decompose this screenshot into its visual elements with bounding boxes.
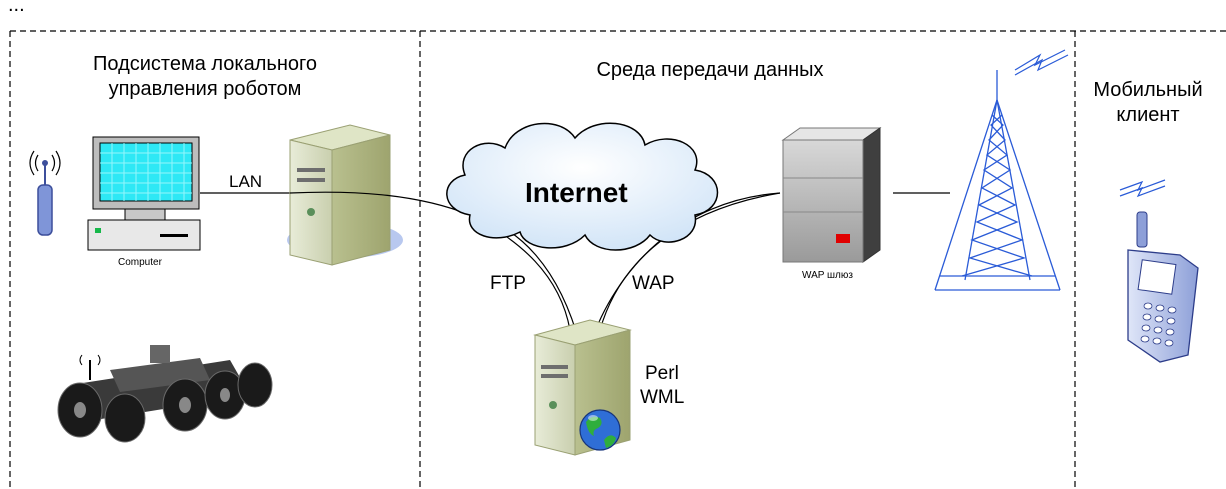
local-subsystem-title-line2: управления роботом <box>108 78 302 100</box>
ellipsis-text: ... <box>8 0 25 16</box>
wap-gateway-label: WAP шлюз <box>802 270 853 281</box>
wap-label: WAP <box>632 273 675 294</box>
internet-cloud-icon <box>446 122 719 251</box>
robot-vehicle-icon <box>57 345 273 443</box>
globe-icon <box>579 409 621 451</box>
perl-label: Perl <box>645 363 679 384</box>
computer-label: Computer <box>118 257 162 268</box>
mobile-phone-icon <box>1119 179 1199 363</box>
radio-antenna-icon <box>29 150 61 236</box>
radio-tower-icon <box>934 49 1069 291</box>
network-wires <box>289 191 950 346</box>
ftp-label: FTP <box>490 273 526 294</box>
section-frame <box>9 30 1226 489</box>
desktop-computer-icon <box>87 136 201 251</box>
gateway-server-icon <box>781 127 882 263</box>
local-subsystem-title-line1: Подсистема локального <box>93 53 317 75</box>
server-tower-icon <box>287 124 403 266</box>
mobile-client-title-line2: клиент <box>1116 104 1180 126</box>
lan-label: LAN <box>229 172 263 191</box>
mobile-client-title: Мобильный клиент <box>1083 78 1213 128</box>
mobile-client-title-line1: Мобильный <box>1093 79 1203 101</box>
local-subsystem-title: Подсистема локального управления роботом <box>40 52 370 102</box>
internet-label: Internet <box>525 177 628 208</box>
wml-label: WML <box>640 387 685 408</box>
network-section-title: Среда передачи данных <box>596 59 824 81</box>
